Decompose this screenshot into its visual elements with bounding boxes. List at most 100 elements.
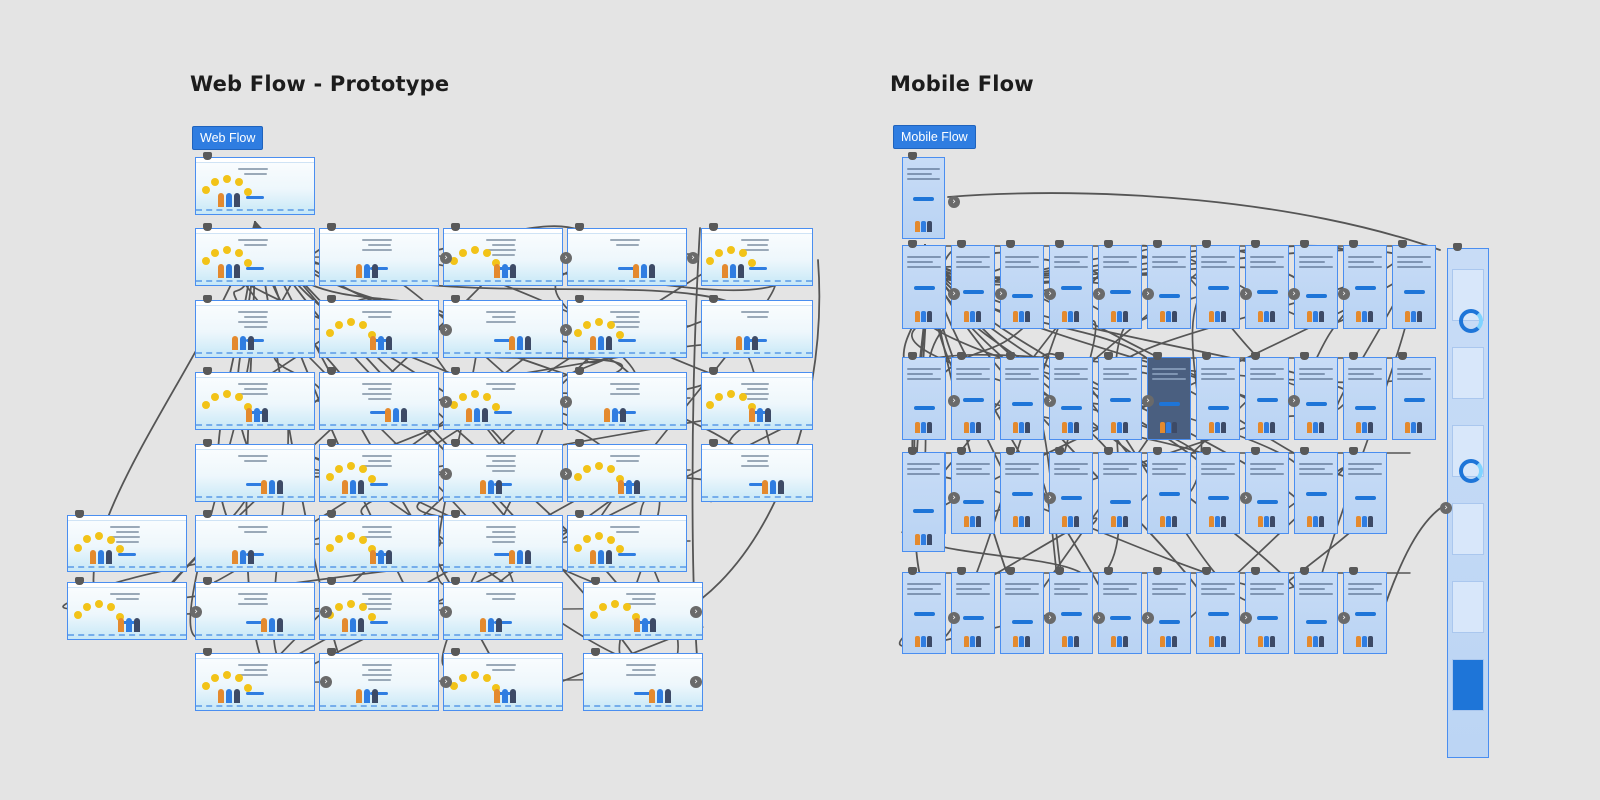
mobile-flow-start-chip[interactable]: Mobile Flow [893, 125, 976, 149]
connector-handle-icon[interactable] [591, 648, 600, 656]
chevron-right-icon[interactable]: › [560, 252, 572, 264]
mobile-screen-frame[interactable] [902, 452, 945, 552]
connector-handle-icon[interactable] [1202, 352, 1211, 360]
chevron-right-icon[interactable]: › [690, 606, 702, 618]
chevron-right-icon[interactable]: › [690, 676, 702, 688]
chevron-right-icon[interactable]: › [440, 252, 452, 264]
web-screen-frame[interactable] [443, 515, 563, 572]
mobile-screen-frame[interactable] [1000, 245, 1044, 329]
connector-handle-icon[interactable] [451, 295, 460, 303]
mobile-screen-frame[interactable] [1294, 357, 1338, 440]
chevron-right-icon[interactable]: › [948, 395, 960, 407]
web-screen-frame[interactable] [583, 653, 703, 711]
web-screen-frame[interactable] [567, 300, 687, 358]
chevron-right-icon[interactable]: › [320, 676, 332, 688]
mobile-screen-frame[interactable] [1098, 452, 1142, 534]
chevron-right-icon[interactable]: › [1288, 288, 1300, 300]
web-screen-frame[interactable] [583, 582, 703, 640]
chevron-right-icon[interactable]: › [1142, 612, 1154, 624]
mobile-screen-frame[interactable] [1049, 572, 1093, 654]
web-screen-frame[interactable] [567, 228, 687, 286]
connector-handle-icon[interactable] [1251, 240, 1260, 248]
connector-handle-icon[interactable] [1104, 567, 1113, 575]
connector-handle-icon[interactable] [1104, 352, 1113, 360]
connector-handle-icon[interactable] [1300, 567, 1309, 575]
mobile-screen-frame[interactable] [1000, 572, 1044, 654]
connector-handle-icon[interactable] [1202, 567, 1211, 575]
connector-handle-icon[interactable] [1006, 567, 1015, 575]
connector-handle-icon[interactable] [575, 439, 584, 447]
connector-handle-icon[interactable] [203, 439, 212, 447]
connector-handle-icon[interactable] [327, 439, 336, 447]
mobile-screen-frame[interactable] [1098, 357, 1142, 440]
mobile-screen-frame[interactable] [1245, 452, 1289, 534]
web-screen-frame[interactable] [319, 300, 439, 358]
connector-handle-icon[interactable] [1349, 447, 1358, 455]
web-screen-frame[interactable] [195, 653, 315, 711]
mobile-screen-frame[interactable] [1245, 572, 1289, 654]
connector-handle-icon[interactable] [1300, 240, 1309, 248]
connector-handle-icon[interactable] [957, 240, 966, 248]
web-screen-frame[interactable] [443, 300, 563, 358]
connector-handle-icon[interactable] [908, 352, 917, 360]
mobile-screen-frame[interactable] [1294, 452, 1338, 534]
connector-handle-icon[interactable] [75, 510, 84, 518]
connector-handle-icon[interactable] [1398, 240, 1407, 248]
chevron-right-icon[interactable]: › [190, 606, 202, 618]
connector-handle-icon[interactable] [908, 152, 917, 160]
chevron-right-icon[interactable]: › [948, 492, 960, 504]
connector-handle-icon[interactable] [451, 367, 460, 375]
mobile-screen-frame[interactable] [1147, 357, 1191, 440]
connector-handle-icon[interactable] [1153, 447, 1162, 455]
chevron-right-icon[interactable]: › [948, 612, 960, 624]
web-screen-frame[interactable] [195, 444, 315, 502]
connector-handle-icon[interactable] [1153, 352, 1162, 360]
mobile-screen-frame[interactable] [1049, 245, 1093, 329]
connector-handle-icon[interactable] [1104, 447, 1113, 455]
connector-handle-icon[interactable] [1349, 352, 1358, 360]
web-screen-frame[interactable] [319, 653, 439, 711]
connector-handle-icon[interactable] [327, 295, 336, 303]
connector-handle-icon[interactable] [1349, 240, 1358, 248]
chevron-right-icon[interactable]: › [320, 606, 332, 618]
connector-handle-icon[interactable] [203, 367, 212, 375]
chevron-right-icon[interactable]: › [1044, 492, 1056, 504]
connector-handle-icon[interactable] [1398, 352, 1407, 360]
connector-handle-icon[interactable] [908, 447, 917, 455]
connector-handle-icon[interactable] [709, 295, 718, 303]
chevron-right-icon[interactable]: › [1338, 612, 1350, 624]
mobile-screen-frame[interactable] [1196, 245, 1240, 329]
web-screen-frame[interactable] [195, 372, 315, 430]
connector-handle-icon[interactable] [1300, 447, 1309, 455]
chevron-right-icon[interactable]: › [1093, 612, 1105, 624]
mobile-screen-frame[interactable] [1343, 452, 1387, 534]
connector-handle-icon[interactable] [575, 510, 584, 518]
chevron-right-icon[interactable]: › [440, 468, 452, 480]
mobile-screen-frame[interactable] [1098, 572, 1142, 654]
web-screen-frame[interactable] [319, 515, 439, 572]
connector-handle-icon[interactable] [327, 367, 336, 375]
web-screen-frame[interactable] [443, 653, 563, 711]
mobile-screen-frame[interactable] [902, 245, 946, 329]
mobile-screen-frame[interactable] [1245, 357, 1289, 440]
connector-handle-icon[interactable] [1251, 567, 1260, 575]
chevron-right-icon[interactable]: › [948, 196, 960, 208]
chevron-right-icon[interactable]: › [1338, 288, 1350, 300]
connector-handle-icon[interactable] [957, 352, 966, 360]
connector-handle-icon[interactable] [908, 567, 917, 575]
connector-handle-icon[interactable] [451, 648, 460, 656]
mobile-screen-frame[interactable] [1147, 572, 1191, 654]
connector-handle-icon[interactable] [1055, 567, 1064, 575]
connector-handle-icon[interactable] [203, 577, 212, 585]
mobile-screen-frame[interactable] [1245, 245, 1289, 329]
connector-handle-icon[interactable] [1153, 240, 1162, 248]
web-screen-frame[interactable] [701, 444, 813, 502]
web-screen-frame[interactable] [67, 582, 187, 640]
chevron-right-icon[interactable]: › [560, 396, 572, 408]
web-screen-frame[interactable] [319, 228, 439, 286]
connector-handle-icon[interactable] [709, 367, 718, 375]
chevron-right-icon[interactable]: › [1044, 395, 1056, 407]
connector-handle-icon[interactable] [1006, 240, 1015, 248]
connector-handle-icon[interactable] [203, 295, 212, 303]
